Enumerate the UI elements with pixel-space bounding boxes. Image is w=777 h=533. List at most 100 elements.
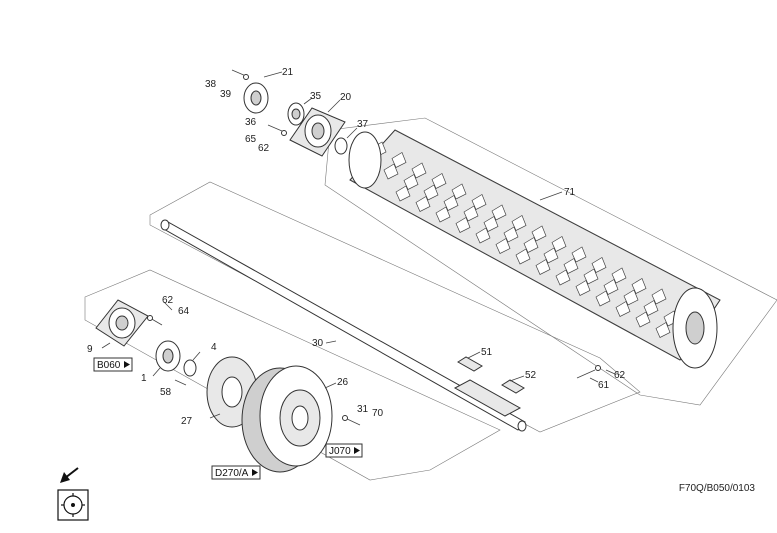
rotor-knife bbox=[591, 256, 607, 273]
rotor-knife bbox=[571, 246, 587, 263]
callout-62-top: 62 bbox=[258, 143, 270, 154]
arrow-down-left-icon bbox=[60, 467, 79, 483]
rotor-knife bbox=[443, 194, 459, 211]
callout-20: 20 bbox=[340, 92, 352, 103]
rotor-knife bbox=[631, 277, 647, 294]
rotor-knife bbox=[435, 206, 451, 223]
ref-j070[interactable]: J070 bbox=[325, 443, 363, 458]
ref-j070-label: J070 bbox=[329, 446, 351, 457]
leader-lines bbox=[101, 71, 616, 419]
key-51[interactable] bbox=[457, 356, 483, 372]
rotor-knife bbox=[515, 248, 531, 265]
rotor-knife bbox=[611, 267, 627, 284]
bolt-58[interactable] bbox=[174, 379, 187, 386]
callout-62-left: 62 bbox=[162, 295, 174, 306]
rotor-knife bbox=[583, 268, 599, 285]
rotor-71[interactable] bbox=[348, 129, 721, 369]
rotor-knife bbox=[615, 300, 631, 317]
rotor-knife bbox=[531, 225, 547, 242]
callout-27: 27 bbox=[181, 416, 193, 427]
rotor-knife bbox=[551, 235, 567, 252]
rotor-knife bbox=[455, 216, 471, 233]
rotor-knife bbox=[395, 185, 411, 202]
rotor-plate bbox=[324, 117, 777, 406]
callout-70: 70 bbox=[372, 408, 384, 419]
bolt-65-washer-62[interactable] bbox=[267, 124, 287, 136]
callout-71: 71 bbox=[564, 187, 576, 198]
rotor-knife bbox=[475, 227, 491, 244]
ring-37[interactable] bbox=[334, 137, 348, 155]
drawing-code: F70Q/B050/0103 bbox=[678, 483, 755, 494]
rotor-knife bbox=[511, 214, 527, 231]
callout-58: 58 bbox=[160, 387, 172, 398]
bearing-housing-20[interactable] bbox=[289, 107, 346, 157]
rotor-knife bbox=[383, 163, 399, 180]
rotor-knife bbox=[635, 311, 651, 328]
rotor-knife bbox=[655, 321, 671, 338]
rotor-knife bbox=[423, 184, 439, 201]
ref-d270[interactable]: D270/A bbox=[211, 465, 261, 480]
rotor-knife bbox=[575, 279, 591, 296]
rotor-knife bbox=[391, 151, 407, 168]
rotor-knife bbox=[495, 237, 511, 254]
bolt-31-washer-70[interactable] bbox=[342, 415, 361, 426]
ref-d270-label: D270/A bbox=[215, 468, 249, 479]
callout-61: 61 bbox=[598, 380, 610, 391]
rotor-knife bbox=[451, 183, 467, 200]
play-triangle-icon bbox=[252, 469, 258, 476]
ref-b060[interactable]: B060 bbox=[93, 357, 133, 372]
callout-36: 36 bbox=[245, 117, 257, 128]
shaft-30[interactable] bbox=[160, 219, 527, 432]
callout-4: 4 bbox=[211, 342, 217, 353]
bolt-64-washer-62[interactable] bbox=[147, 315, 163, 326]
callout-35: 35 bbox=[310, 91, 322, 102]
rotor-knife bbox=[503, 226, 519, 243]
rotor-knife bbox=[415, 195, 431, 212]
cover-1[interactable] bbox=[155, 340, 181, 372]
rotor-knife bbox=[563, 257, 579, 274]
bolt-61-washer-62[interactable] bbox=[576, 365, 601, 379]
callout-26: 26 bbox=[337, 377, 349, 388]
bearing-35[interactable] bbox=[287, 102, 305, 126]
callout-31: 31 bbox=[357, 404, 369, 415]
rotor-knife bbox=[595, 290, 611, 307]
rotor-knife bbox=[523, 236, 539, 253]
callout-39: 39 bbox=[220, 89, 232, 100]
rotor-knife bbox=[411, 162, 427, 179]
rotor-knife bbox=[535, 258, 551, 275]
shaft-plate bbox=[149, 181, 641, 433]
callout-51: 51 bbox=[481, 347, 493, 358]
callout-62-right: 62 bbox=[614, 370, 626, 381]
bolt-38-washer-39[interactable] bbox=[231, 69, 249, 80]
rotor-knife bbox=[491, 204, 507, 221]
rotor-knife bbox=[431, 172, 447, 189]
ring-4[interactable] bbox=[183, 359, 197, 377]
pulley-26[interactable] bbox=[241, 365, 333, 473]
callout-21: 21 bbox=[282, 67, 294, 78]
callout-9: 9 bbox=[87, 344, 93, 355]
drive-plate bbox=[84, 269, 501, 481]
key-52[interactable] bbox=[501, 379, 525, 394]
callout-52: 52 bbox=[525, 370, 537, 381]
rotor-knife bbox=[651, 288, 667, 305]
rotor-knife bbox=[623, 289, 639, 306]
rotor-knife bbox=[555, 269, 571, 286]
rotor-knife bbox=[603, 278, 619, 295]
callout-37: 37 bbox=[357, 119, 369, 130]
rotor-knife bbox=[403, 173, 419, 190]
play-triangle-icon bbox=[124, 361, 130, 368]
callout-30: 30 bbox=[312, 338, 324, 349]
rotor-symbol-icon bbox=[57, 489, 89, 521]
rotor-knife bbox=[483, 215, 499, 232]
rotor-knife bbox=[643, 299, 659, 316]
rotor-knife bbox=[543, 247, 559, 264]
callout-64: 64 bbox=[178, 306, 190, 317]
ref-b060-label: B060 bbox=[97, 360, 121, 371]
callout-38: 38 bbox=[205, 79, 217, 90]
bearing-housing-9[interactable] bbox=[95, 299, 149, 347]
cover-21[interactable] bbox=[243, 82, 269, 114]
rotor-knife bbox=[471, 193, 487, 210]
callout-65: 65 bbox=[245, 134, 257, 145]
callout-1: 1 bbox=[141, 373, 147, 384]
